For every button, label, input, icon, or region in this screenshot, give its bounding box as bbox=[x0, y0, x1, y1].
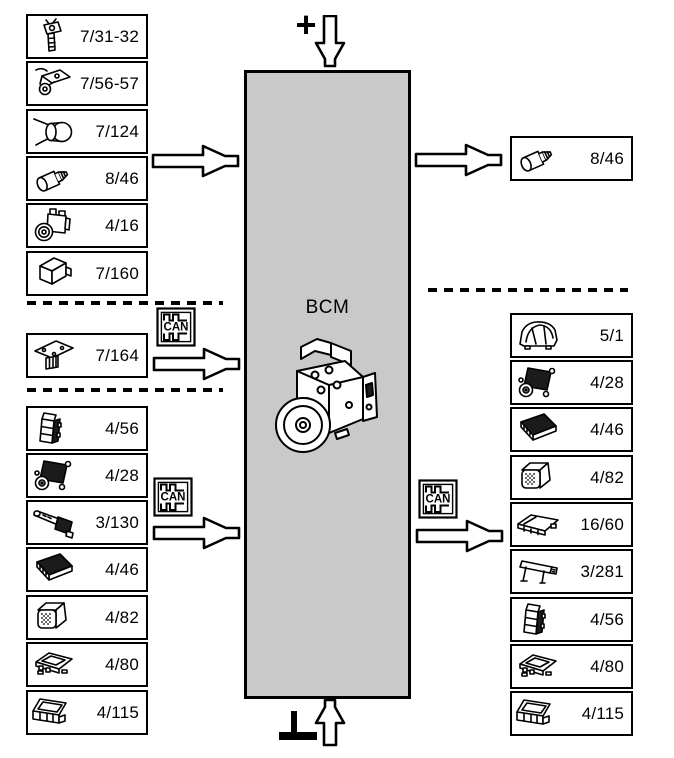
component-box-4-115-right: 4/115 bbox=[510, 691, 633, 736]
battery-plus-symbol: + bbox=[295, 4, 317, 45]
can-label: CAN bbox=[161, 492, 186, 504]
component-id: 4/28 bbox=[105, 465, 139, 485]
output-arrow-top bbox=[414, 143, 504, 177]
ecu-grid-icon bbox=[31, 598, 77, 638]
connector-icon bbox=[31, 254, 77, 294]
input-arrow-can-mid bbox=[152, 347, 242, 381]
input-arrow-can-bottom bbox=[152, 516, 242, 550]
component-id: 4/46 bbox=[105, 559, 139, 579]
ecu-hatch-icon bbox=[515, 410, 561, 450]
instrument-cluster-icon bbox=[515, 316, 561, 356]
crash-sensor-icon bbox=[31, 17, 77, 57]
component-box-8-46-right: 8/46 bbox=[510, 136, 633, 181]
ground-symbol bbox=[291, 711, 297, 734]
component-box-4-28-right: 4/28 bbox=[510, 360, 633, 405]
group-separator bbox=[27, 388, 223, 392]
bcm-module-box: BCM bbox=[244, 70, 411, 699]
abs-hydraulic-unit-illustration bbox=[267, 333, 385, 459]
group-separator bbox=[428, 288, 628, 292]
component-id: 4/80 bbox=[590, 656, 624, 676]
ground-arrow bbox=[314, 699, 346, 747]
component-box-5-1: 5/1 bbox=[510, 313, 633, 358]
bcm-label: BCM bbox=[305, 297, 350, 318]
component-id: 4/82 bbox=[590, 467, 624, 487]
component-id: 4/80 bbox=[105, 654, 139, 674]
component-id: 7/31-32 bbox=[79, 26, 139, 46]
stalk-switch-icon bbox=[31, 503, 77, 543]
can-bus-icon: CAN bbox=[418, 479, 458, 519]
component-box-16-60: 16/60 bbox=[510, 502, 633, 547]
component-id: 4/115 bbox=[96, 702, 139, 722]
component-box-4-80-left: 4/80 bbox=[26, 642, 148, 687]
can-bus-icon: CAN bbox=[153, 477, 193, 517]
component-box-7-164: 7/164 bbox=[26, 333, 148, 378]
component-box-7-56-57: 7/56-57 bbox=[26, 61, 148, 106]
component-id: 5/1 bbox=[599, 325, 624, 345]
impact-sensor-icon bbox=[31, 64, 77, 104]
component-id: 3/281 bbox=[580, 561, 624, 581]
bulb-icon bbox=[515, 139, 561, 179]
component-box-7-31-32: 7/31-32 bbox=[26, 14, 148, 59]
actuator-icon bbox=[515, 363, 561, 403]
flat-ecu-icon bbox=[515, 647, 561, 687]
component-box-3-130: 3/130 bbox=[26, 500, 148, 545]
flat-ecu-icon bbox=[31, 645, 77, 685]
component-id: 3/130 bbox=[95, 512, 139, 532]
component-box-4-115-left: 4/115 bbox=[26, 690, 148, 735]
component-box-4-56-left: 4/56 bbox=[26, 406, 148, 451]
can-label: CAN bbox=[164, 322, 189, 334]
component-id: 7/160 bbox=[95, 263, 139, 283]
group-separator bbox=[27, 301, 223, 305]
power-supply-arrow bbox=[314, 15, 346, 68]
component-id: 4/56 bbox=[590, 609, 624, 629]
can-bus-icon: CAN bbox=[156, 307, 196, 347]
component-box-4-82-left: 4/82 bbox=[26, 595, 148, 640]
ground-symbol-bar bbox=[279, 732, 317, 740]
actuator-icon bbox=[31, 456, 77, 496]
component-id: 7/56-57 bbox=[79, 73, 139, 93]
component-box-4-82-right: 4/82 bbox=[510, 455, 633, 500]
component-id: 4/46 bbox=[590, 419, 624, 439]
component-box-4-46-right: 4/46 bbox=[510, 407, 633, 452]
pump-unit-icon bbox=[31, 206, 77, 246]
component-box-4-28-left: 4/28 bbox=[26, 453, 148, 498]
round-sensor-icon bbox=[31, 112, 77, 152]
ecu-grid-icon bbox=[515, 458, 561, 498]
relay-stack-icon bbox=[515, 600, 561, 640]
component-box-4-56-right: 4/56 bbox=[510, 597, 633, 642]
bulb-icon bbox=[31, 159, 77, 199]
component-id: 4/16 bbox=[105, 215, 139, 235]
can-label: CAN bbox=[426, 494, 451, 506]
box-module-icon bbox=[515, 694, 561, 734]
output-arrow-can bbox=[415, 519, 505, 553]
component-id: 4/82 bbox=[105, 607, 139, 627]
component-id: 4/28 bbox=[590, 372, 624, 392]
component-box-4-80-right: 4/80 bbox=[510, 644, 633, 689]
component-id: 4/56 bbox=[105, 418, 139, 438]
input-arrow-top bbox=[151, 144, 241, 178]
component-id: 4/115 bbox=[581, 703, 624, 723]
component-id: 7/124 bbox=[95, 121, 139, 141]
flat-wide-module-icon bbox=[515, 505, 561, 545]
display-panel-icon bbox=[515, 552, 561, 592]
component-box-4-16: 4/16 bbox=[26, 203, 148, 248]
component-box-3-281: 3/281 bbox=[510, 549, 633, 594]
component-box-4-46-left: 4/46 bbox=[26, 547, 148, 592]
ecu-hatch-icon bbox=[31, 550, 77, 590]
component-box-7-124: 7/124 bbox=[26, 109, 148, 154]
flat-module-icon bbox=[31, 336, 77, 376]
box-module-icon bbox=[31, 693, 77, 733]
component-id: 8/46 bbox=[105, 168, 139, 188]
relay-stack-icon bbox=[31, 409, 77, 449]
component-box-8-46-left: 8/46 bbox=[26, 156, 148, 201]
component-box-7-160: 7/160 bbox=[26, 251, 148, 296]
component-id: 16/60 bbox=[580, 514, 624, 534]
component-id: 8/46 bbox=[590, 148, 624, 168]
component-id: 7/164 bbox=[95, 345, 139, 365]
